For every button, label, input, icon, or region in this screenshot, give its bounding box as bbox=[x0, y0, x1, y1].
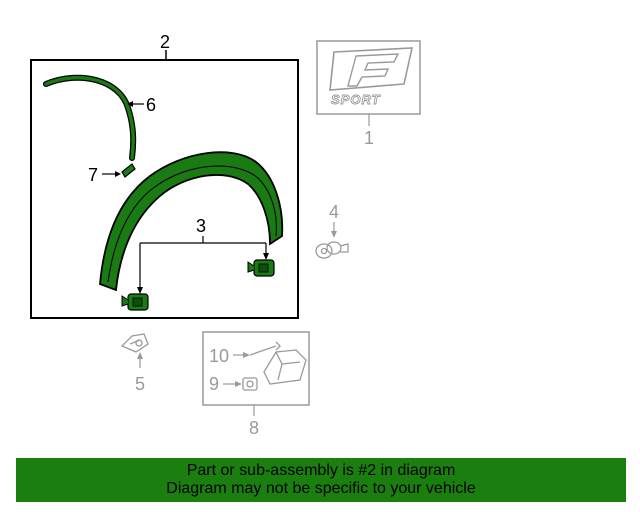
fastener-clip-left bbox=[121, 293, 149, 311]
callout-10: 10 bbox=[209, 346, 229, 366]
callout-9: 9 bbox=[209, 374, 219, 394]
callout-7: 7 bbox=[88, 165, 98, 185]
wheel-arch-moulding-part bbox=[99, 151, 284, 292]
assembly-2-frame bbox=[30, 59, 299, 319]
bracket-icon bbox=[263, 349, 307, 385]
callout-3-arrowhead-left bbox=[137, 287, 143, 294]
callout-3-arrowhead-right bbox=[263, 253, 269, 260]
fastener-clip-right bbox=[247, 259, 275, 277]
kit-8-frame bbox=[202, 331, 310, 406]
callout-4-arrowhead bbox=[331, 231, 337, 238]
callout-6-arrowhead bbox=[127, 101, 133, 107]
wire-10-icon bbox=[249, 341, 281, 356]
clip-5-icon bbox=[120, 333, 149, 353]
callout-7-arrowhead bbox=[115, 171, 121, 177]
emblem-sport-text: SPORT bbox=[331, 92, 381, 107]
wheel-arch-edge-line bbox=[107, 165, 277, 283]
callout-9-arrowhead bbox=[235, 381, 242, 387]
clip-7-part bbox=[121, 163, 136, 178]
callout-3: 3 bbox=[196, 216, 206, 236]
f-sport-emblem-icon: SPORT bbox=[329, 47, 414, 107]
callout-2: 2 bbox=[160, 32, 170, 52]
notice-line-1: Part or sub-assembly is #2 in diagram bbox=[186, 462, 456, 479]
callout-1: 1 bbox=[364, 128, 374, 148]
nut-9-icon bbox=[242, 377, 258, 391]
moulding-strip-part bbox=[43, 74, 137, 161]
callout-10-arrowhead bbox=[243, 352, 250, 358]
callout-5: 5 bbox=[135, 374, 145, 394]
diagram-notice-banner: Part or sub-assembly is #2 in diagram Di… bbox=[16, 458, 626, 502]
callout-5-arrowhead bbox=[137, 352, 143, 359]
callout-6: 6 bbox=[146, 95, 156, 115]
notice-line-2: Diagram may not be specific to your vehi… bbox=[166, 480, 476, 497]
callout-8: 8 bbox=[249, 418, 259, 438]
moulding-strip-fill bbox=[44, 76, 135, 160]
push-clip-4-icon bbox=[315, 241, 349, 259]
callout-4: 4 bbox=[329, 202, 339, 222]
